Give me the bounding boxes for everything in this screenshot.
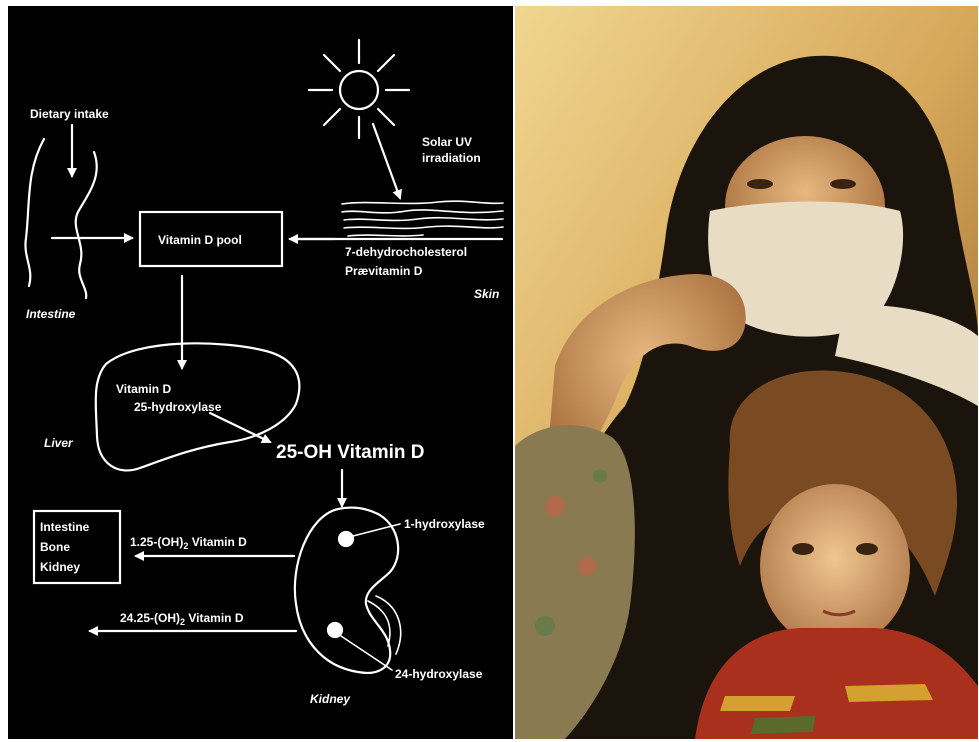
sun-icon <box>309 40 409 138</box>
2425-dihydroxy-vitamin-d-label: 24.25-(OH)2 Vitamin D <box>120 611 244 627</box>
targets-intestine-label: Intestine <box>40 520 90 534</box>
skin-layer <box>290 201 503 239</box>
125-dihydroxy-vitamin-d-label: 1.25-(OH)2 Vitamin D <box>130 535 247 551</box>
diagram-canvas: Dietary intake Solar UV irradiation Vita… <box>8 6 513 739</box>
twentyfour-hydroxylase-site <box>328 623 342 637</box>
solar-uv-label: Solar UV <box>422 135 472 149</box>
twentyfour-hydroxylase-label: 24-hydroxylase <box>395 667 483 681</box>
vitamin-d-metabolism-diagram: Dietary intake Solar UV irradiation Vita… <box>8 6 513 739</box>
dehydrocholesterol-label: 7-dehydrocholesterol <box>345 245 467 259</box>
vitamin-d-pool-label: Vitamin D pool <box>158 233 242 247</box>
liver-to-25oh-arrow <box>210 413 270 442</box>
kidney-label: Kidney <box>310 692 351 706</box>
irradiation-label: irradiation <box>422 151 481 165</box>
liver-enzyme-label-2: 25-hydroxylase <box>134 400 222 414</box>
25oh-vitamin-d-label: 25-OH Vitamin D <box>276 442 425 463</box>
dietary-intake-label: Dietary intake <box>30 107 109 121</box>
photo-illustration <box>515 6 978 739</box>
targets-kidney-label: Kidney <box>40 560 80 574</box>
uv-arrow <box>373 124 400 198</box>
intestine-label: Intestine <box>26 307 76 321</box>
intestine-drawing <box>25 139 96 298</box>
liver-label: Liver <box>44 436 74 450</box>
one-hydroxylase-label: 1-hydroxylase <box>404 517 485 531</box>
targets-bone-label: Bone <box>40 540 70 554</box>
skin-label: Skin <box>474 287 499 301</box>
photo-woman-and-child <box>515 6 978 739</box>
liver-enzyme-label-1: Vitamin D <box>116 382 171 396</box>
one-hydroxylase-site <box>339 532 353 546</box>
child-face <box>760 484 910 648</box>
previtamin-d-label: Prævitamin D <box>345 264 423 278</box>
